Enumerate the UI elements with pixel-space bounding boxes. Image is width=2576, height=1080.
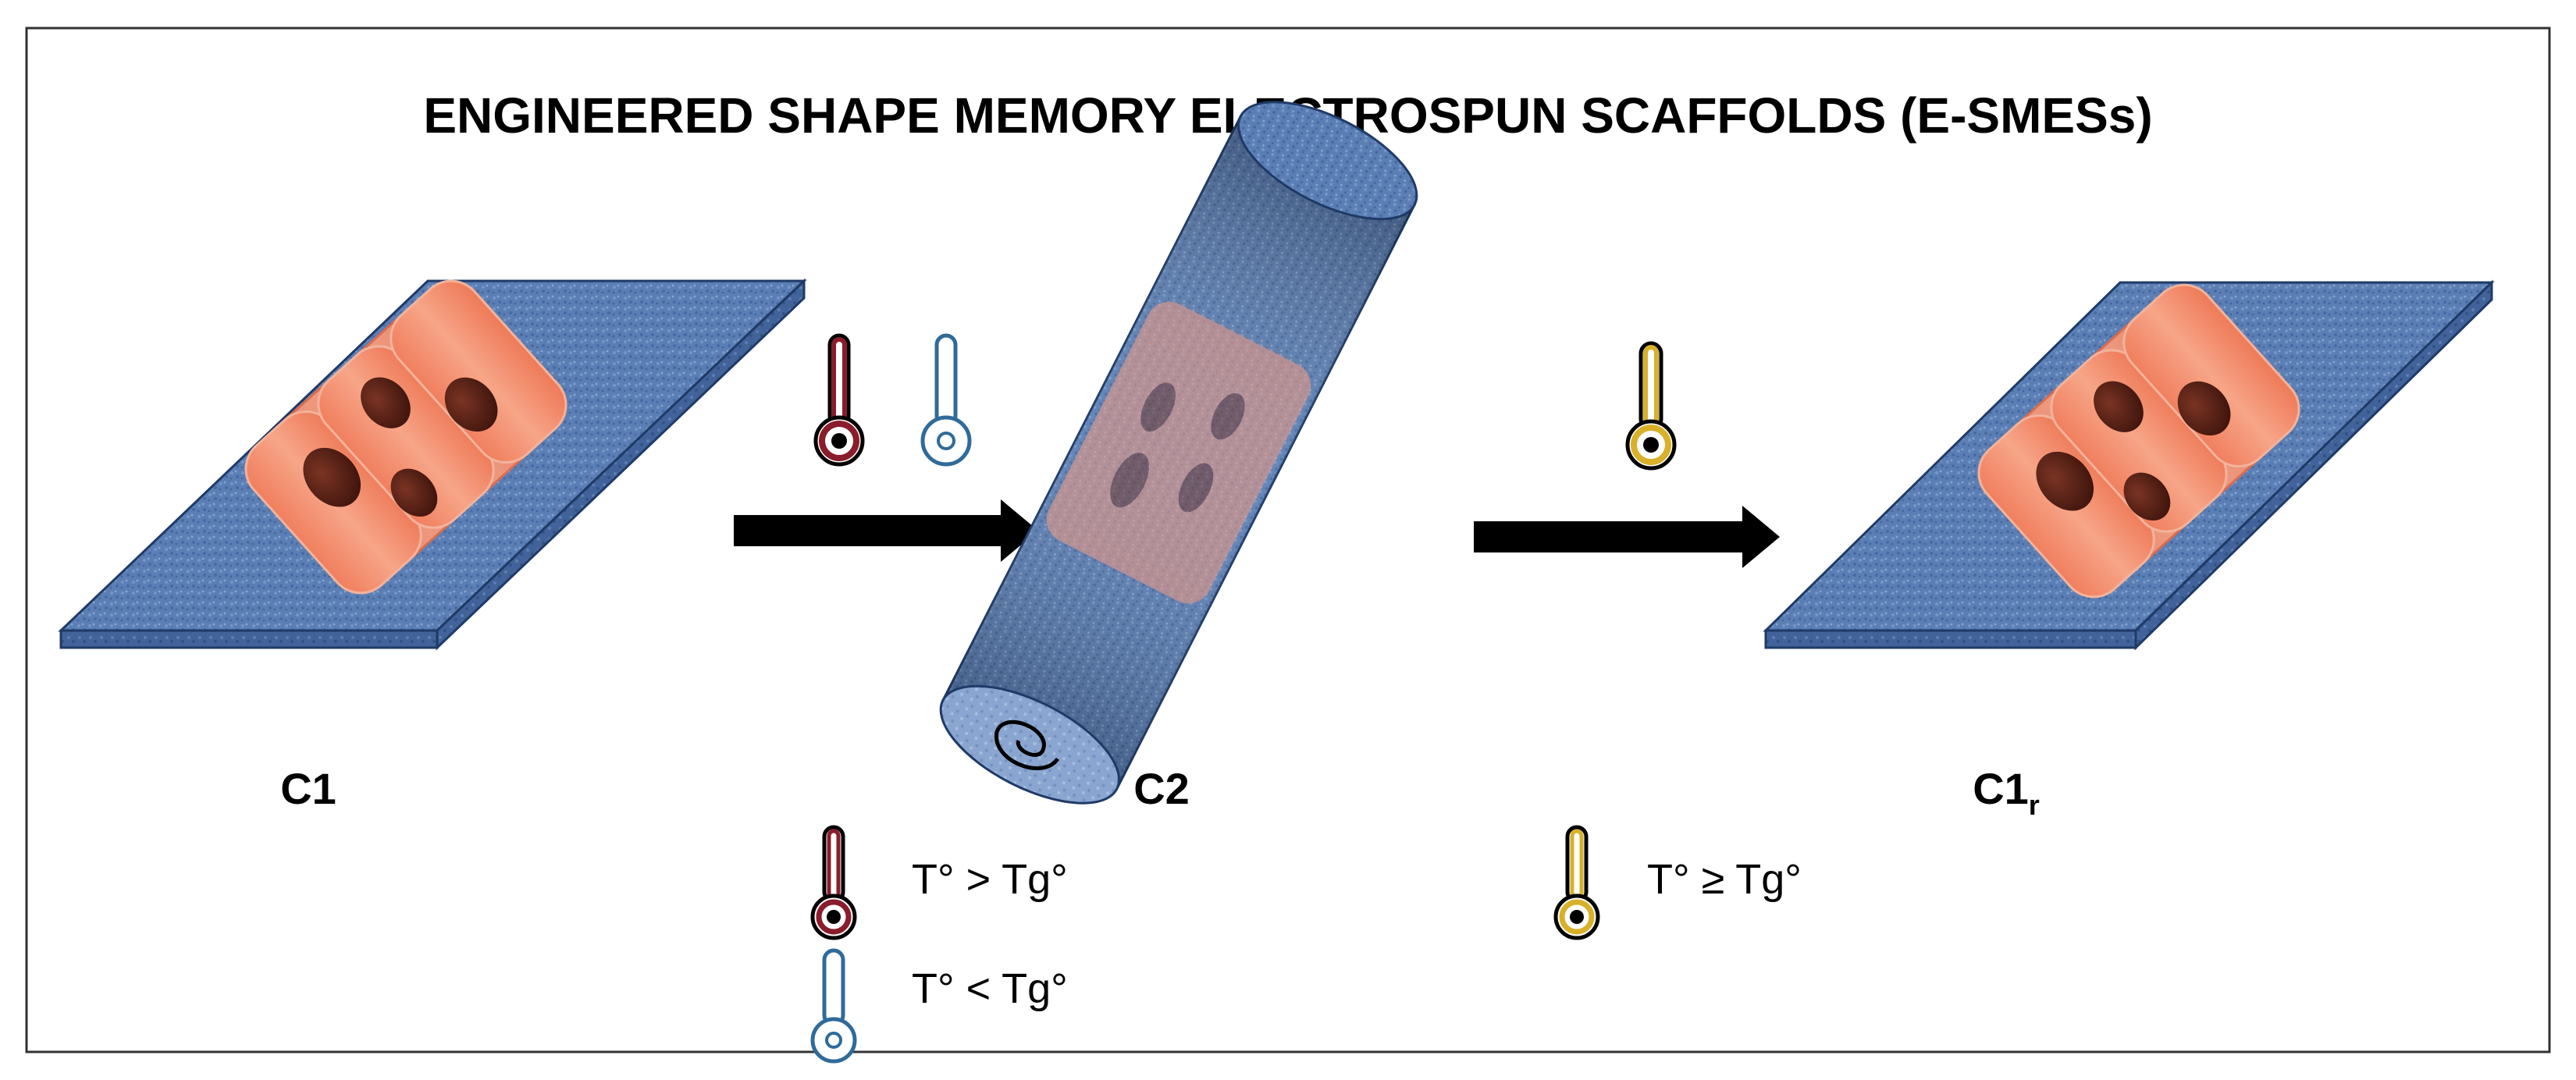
thermometer-cold-icon	[920, 333, 972, 467]
stage-label-c1r: C1r	[1973, 764, 2040, 821]
legend-item-cold: T° < Tg°	[810, 948, 1068, 1064]
legend-text-cold: T° < Tg°	[912, 965, 1068, 1012]
cell-cluster-rolled	[1046, 301, 1311, 604]
stage-label-c1: C1	[280, 764, 336, 813]
legend-text-warm: T° ≥ Tg°	[1647, 856, 1802, 903]
legend-item-warm: T° ≥ Tg°	[1553, 825, 1802, 940]
thermometer-hot-icon	[813, 333, 865, 467]
arrow-c2-to-c1r	[1474, 506, 1780, 568]
stage-label-c1r-main: C1	[1973, 764, 2029, 813]
arrow-c1-to-c2	[734, 499, 1038, 562]
thermometer-warm-icon	[1625, 341, 1677, 471]
legend-item-hot: T° > Tg°	[810, 825, 1068, 940]
thermometer-warm-icon	[1553, 825, 1600, 940]
thermometer-cold-icon	[810, 948, 857, 1064]
legend-text-hot: T° > Tg°	[912, 856, 1068, 903]
legend: T° > Tg° T° < Tg° T° ≥ Tg°	[810, 825, 1802, 1064]
scaffold-flat-c1	[58, 278, 807, 651]
stage-label-c1r-sub: r	[2029, 789, 2040, 821]
thermometer-hot-icon	[810, 825, 857, 940]
cell-cluster-recovered	[1977, 283, 2300, 599]
stage-label-c2: C2	[1133, 764, 1190, 813]
scaffold-flat-c1r	[1763, 279, 2495, 651]
scaffold-rolled-c2	[939, 101, 1418, 805]
cell-cluster	[244, 279, 568, 595]
